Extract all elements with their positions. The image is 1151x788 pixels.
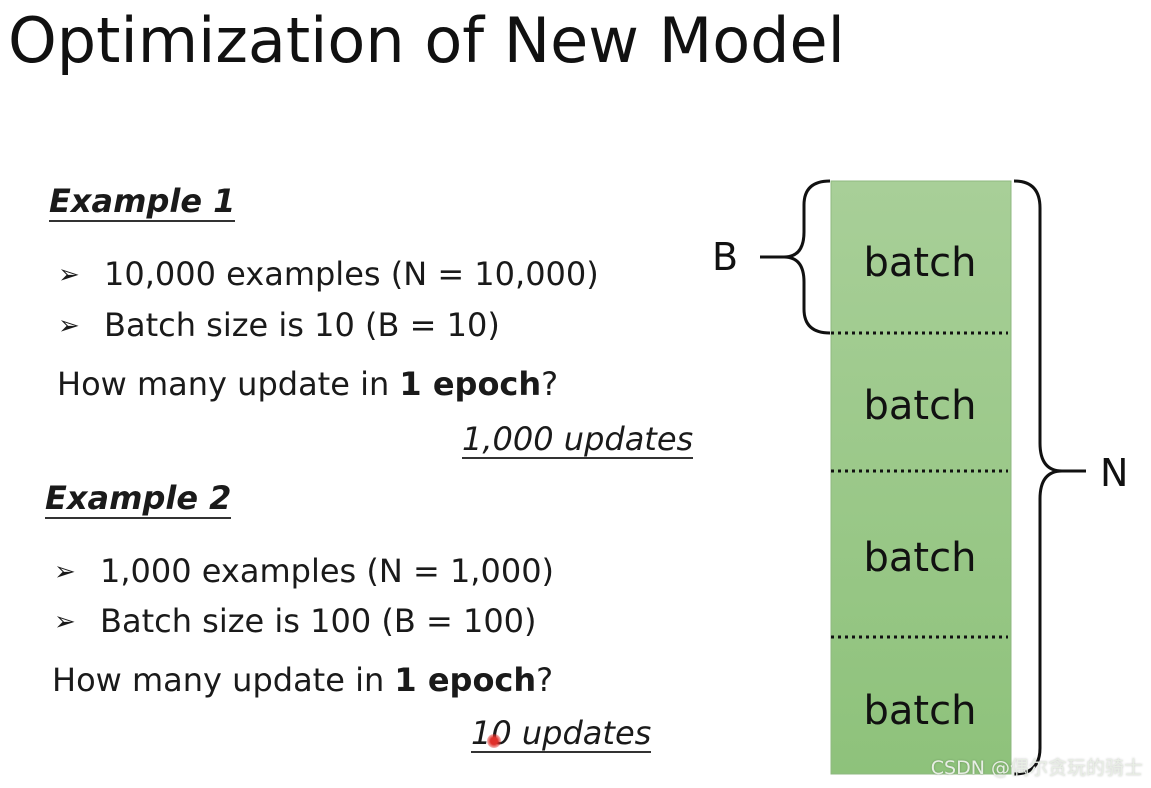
example-2-question: How many update in 1 epoch?: [52, 662, 553, 698]
data-column: [830, 180, 1012, 775]
bullet-text: Batch size is 10 (B = 10): [104, 306, 500, 344]
pointer-dot-icon: [487, 734, 501, 748]
example-1-heading: Example 1: [49, 182, 236, 222]
question-suffix: ?: [536, 661, 554, 699]
arrow-bullet-icon: ➢: [54, 607, 76, 637]
example-2-heading: Example 2: [45, 479, 232, 519]
page-title: Optimization of New Model: [8, 4, 845, 77]
arrow-bullet-icon: ➢: [58, 260, 80, 290]
batch-label: batch: [864, 535, 977, 581]
example-2-answer: 10 updates: [471, 714, 652, 753]
batch-label: batch: [864, 383, 977, 429]
question-bold: 1 epoch: [399, 365, 542, 403]
example-1-question: How many update in 1 epoch?: [57, 366, 558, 402]
bullet-text: 1,000 examples (N = 1,000): [100, 552, 555, 590]
question-bold: 1 epoch: [394, 661, 537, 699]
batch-label: batch: [864, 688, 977, 734]
batch-label: batch: [864, 240, 977, 286]
arrow-bullet-icon: ➢: [54, 557, 76, 587]
example-1-answer: 1,000 updates: [462, 420, 694, 459]
example-1-bullet-2: ➢ Batch size is 10 (B = 10): [58, 307, 500, 344]
brace-n-label: N: [1100, 451, 1128, 495]
question-text: How many update in: [57, 365, 400, 403]
bullet-text: 10,000 examples (N = 10,000): [104, 255, 599, 293]
example-2-bullet-1: ➢ 1,000 examples (N = 1,000): [54, 553, 554, 590]
example-2-bullet-2: ➢ Batch size is 100 (B = 100): [54, 603, 537, 640]
bullet-text: Batch size is 100 (B = 100): [100, 602, 537, 640]
brace-n-icon: [1013, 179, 1063, 776]
question-suffix: ?: [541, 365, 559, 403]
brace-b-icon: [783, 179, 831, 335]
question-text: How many update in: [52, 661, 395, 699]
brace-b-label: B: [712, 235, 738, 279]
arrow-bullet-icon: ➢: [58, 311, 80, 341]
example-1-bullet-1: ➢ 10,000 examples (N = 10,000): [58, 256, 599, 293]
watermark: CSDN @偶尔贪玩的骑士: [930, 757, 1143, 779]
